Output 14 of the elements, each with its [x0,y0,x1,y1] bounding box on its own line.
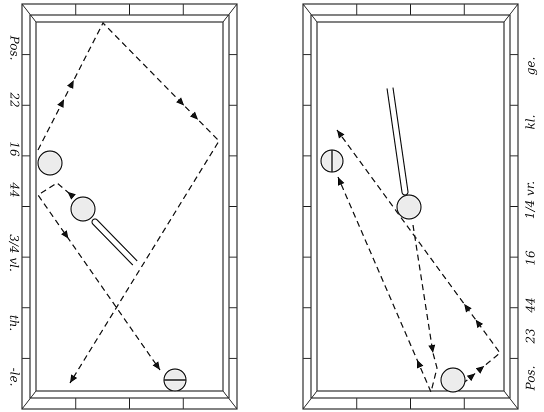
position-note: 16 [7,141,22,157]
position-note: Pos. [6,36,21,60]
position-note: kl. [522,114,537,130]
position-note: 23 [523,328,538,344]
position-note: Pos. [522,366,537,390]
position-note: th. [7,314,22,332]
position-note: 1/4 vr. [523,180,538,220]
position-note: 44 [7,182,22,198]
position-note: 3/4 vl. [6,234,21,272]
position-note: -le. [6,368,21,386]
position-note: 44 [523,297,538,313]
position-note: 22 [7,92,22,108]
position-note: ge. [522,56,537,76]
position-note: 16 [523,250,538,266]
